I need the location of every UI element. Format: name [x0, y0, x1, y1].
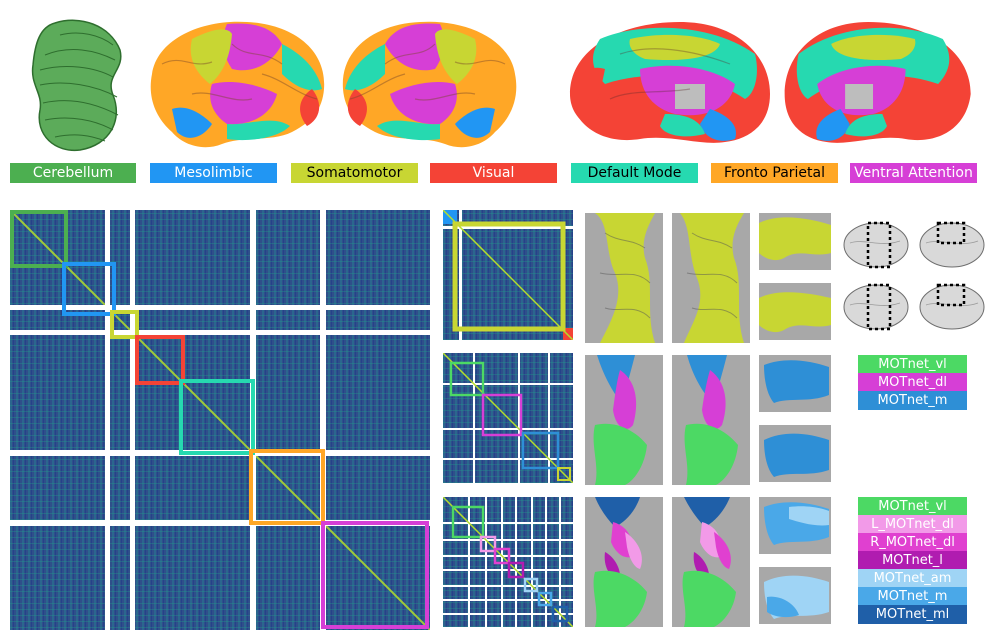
connectivity-matrix-large: [10, 210, 430, 630]
motor-cortex-medial-bottom-7subnets: [759, 567, 831, 624]
subnet-label-7-motnet-ml: MOTnet_ml: [858, 605, 967, 624]
motor-cortex-right-somatomotor: [672, 213, 750, 343]
subnet-label-7-l-motnet-dl: L_MOTnet_dl: [858, 515, 967, 534]
legend-default-mode: Default Mode: [571, 163, 698, 183]
subnet-label-7-motnet-m: MOTnet_m: [858, 587, 967, 606]
motor-cortex-medial-bottom-somatomotor: [759, 283, 831, 340]
subnet-label-3-motnet-vl: MOTnet_vl: [858, 355, 967, 374]
legend-fronto-parietal: Fronto Parietal: [711, 163, 838, 183]
motor-cortex-left-somatomotor: [585, 213, 663, 343]
motor-cortex-medial-top-7subnets: [759, 497, 831, 554]
motor-cortex-medial-top-somatomotor: [759, 213, 831, 270]
legend-somatomotor: Somatomotor: [291, 163, 418, 183]
motor-cortex-left-7subnets: [585, 497, 663, 627]
connectivity-matrix-motor-3: [443, 353, 573, 483]
subnet-label-3-motnet-dl: MOTnet_dl: [858, 373, 967, 392]
motor-cortex-right-7subnets: [672, 497, 750, 627]
brain-lateral-left-icon: [150, 21, 325, 148]
brain-medial-right-icon: [784, 22, 971, 143]
subnet-label-7-motnet-l: MOTnet_l: [858, 551, 967, 570]
subnet-label-7-motnet-am: MOTnet_am: [858, 569, 967, 588]
legend-mesolimbic: Mesolimbic: [150, 163, 277, 183]
motor-cortex-medial-bottom-3subnets: [759, 425, 831, 482]
legend-ventral-attention: Ventral Attention: [850, 163, 977, 183]
brain-locator-icon: [843, 221, 985, 331]
connectivity-matrix-somatomotor: [443, 210, 573, 340]
motor-cortex-medial-top-3subnets: [759, 355, 831, 412]
subnet-label-3-motnet-m: MOTnet_m: [858, 391, 967, 410]
connectivity-matrix-motor-7: [443, 497, 573, 627]
motor-cortex-left-3subnets: [585, 355, 663, 485]
brain-medial-left-icon: [570, 22, 770, 143]
motor-cortex-right-3subnets: [672, 355, 750, 485]
legend-visual: Visual: [430, 163, 557, 183]
legend-cerebellum: Cerebellum: [10, 163, 136, 183]
subnet-label-7-motnet-vl: MOTnet_vl: [858, 497, 967, 516]
cerebellum-3d-icon: [31, 19, 122, 151]
subnet-label-7-r-motnet-dl: R_MOTnet_dl: [858, 533, 967, 552]
brain-lateral-right-icon: [342, 21, 517, 148]
